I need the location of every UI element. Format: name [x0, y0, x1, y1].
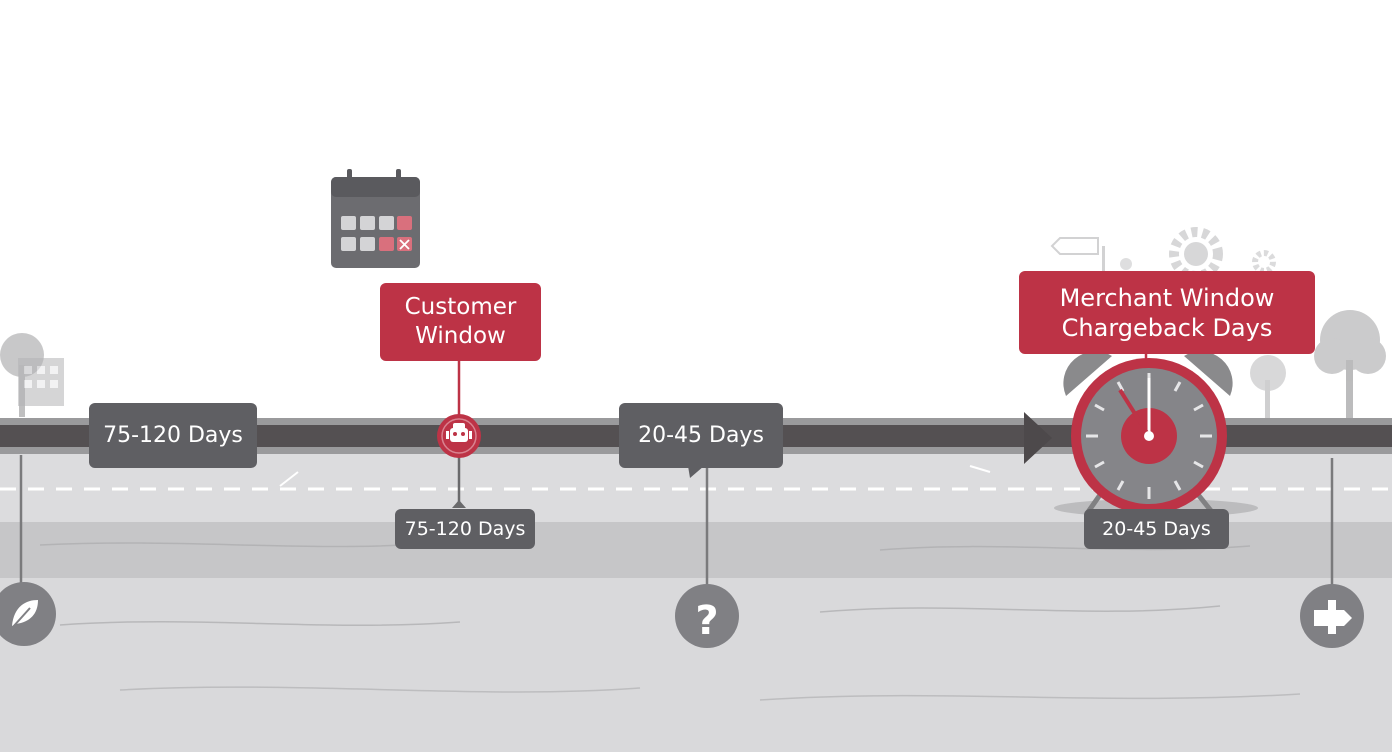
merchant-duration-label: 20-45 Days: [1084, 509, 1229, 549]
signpost-icon: [1300, 584, 1364, 648]
merchant-window-label: Merchant Window Chargeback Days: [1019, 271, 1315, 354]
gear-icon: [1120, 227, 1276, 281]
duration-text: 75-120 Days: [404, 518, 526, 540]
question-icon: ?: [675, 584, 739, 648]
calendar-icon: [331, 169, 420, 268]
robot-icon: [437, 414, 481, 458]
building-icon: [18, 358, 64, 406]
merchant-window-line1: Merchant Window: [1059, 283, 1275, 312]
customer-window-line2: Window: [415, 323, 506, 349]
tree-icon: [1314, 310, 1386, 418]
svg-text:?: ?: [695, 598, 718, 644]
connector-lines: [19, 352, 1334, 590]
duration-label-left: 75-120 Days: [89, 403, 257, 468]
merchant-window-line2: Chargeback Days: [1061, 313, 1273, 342]
leaf-icon: [0, 582, 56, 646]
duration-text: 20-45 Days: [1102, 518, 1211, 540]
duration-text: 20-45 Days: [638, 423, 764, 448]
customer-window-label: Customer Window: [380, 283, 541, 361]
duration-label-middle: 20-45 Days: [619, 403, 783, 468]
customer-duration-label: 75-120 Days: [395, 509, 535, 549]
tree-icon: [1250, 355, 1286, 418]
signpost-icon: [1050, 237, 1105, 272]
duration-text: 75-120 Days: [103, 423, 243, 448]
customer-window-line1: Customer: [404, 294, 517, 321]
alarm-clock-icon: [1054, 351, 1258, 517]
